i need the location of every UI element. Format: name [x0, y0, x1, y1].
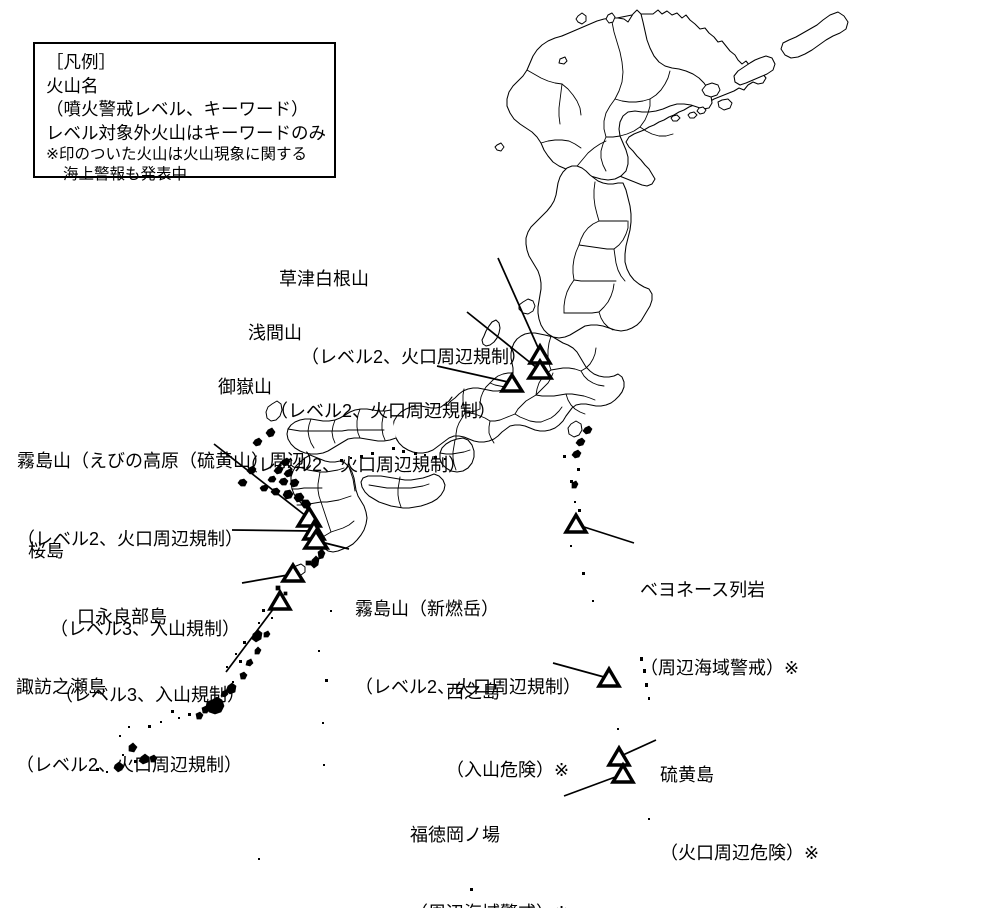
legend-line-2: （噴火警戒レベル、キーワード）: [46, 99, 309, 119]
volcano-label-fukutoku-okanoba: 福徳岡ノ場 （周辺海域警戒）※: [410, 770, 569, 908]
volcano-label-asama: 浅間山 （レベル2、火口周辺規制）: [248, 268, 496, 476]
leader-iwoto: [622, 739, 657, 756]
volcano-label-kirishima-ebino: 霧島山（えびの高原（硫黄山）周辺） （レベル2、火口周辺規制）: [17, 396, 323, 604]
volcano-name: 草津白根山: [279, 269, 369, 289]
volcano-status: （入山危険）※: [446, 760, 570, 780]
volcano-name: ベヨネース列岩: [640, 580, 766, 600]
volcano-label-kirishima-shinmoedake: 霧島山（新燃岳） （レベル2、火口周辺規制）: [355, 544, 581, 752]
leader-ontake: [436, 365, 509, 383]
legend-note-0: ※印のついた火山は火山現象に関する: [46, 146, 307, 163]
volcano-label-sakurajima: 桜島 （レベル3、入山規制）: [28, 486, 240, 694]
volcano-name: 霧島山（えびの高原（硫黄山）周辺）: [17, 451, 323, 471]
volcano-label-nishinoshima: 西之島 （入山危険）※: [446, 627, 569, 835]
marker-iwoto: [606, 744, 632, 767]
leader-nishinoshima: [552, 662, 605, 678]
volcano-name: 浅間山: [248, 323, 302, 343]
marker-ontake: [498, 371, 526, 393]
volcano-label-ontake: 御嶽山 （レベル2、火口周辺規制）: [218, 322, 466, 530]
volcano-name: 硫黄島: [660, 765, 714, 785]
volcano-status: （周辺海域警戒）※: [640, 658, 800, 678]
volcano-status: （火口周辺危険）※: [660, 843, 820, 863]
marker-kuchinoerabujima: [279, 561, 307, 583]
volcano-status: （レベル2、火口周辺規制）: [240, 455, 467, 475]
leader-lines: [213, 257, 657, 797]
legend-note-1: 海上警報も発表中: [63, 165, 188, 183]
legend-box: ［凡例］ 火山名 （噴火警戒レベル、キーワード） レベル対象外火山はキーワードの…: [33, 42, 336, 183]
marker-suwanosejima: [267, 588, 293, 611]
volcano-name: 霧島山（新燃岳）: [355, 599, 499, 619]
leader-kuchinoerabujima: [241, 574, 289, 584]
volcano-status: （レベル2、火口周辺規制）: [355, 677, 582, 697]
marker-fukutoku-okanoba: [610, 761, 636, 784]
legend-line-0: ［凡例］: [46, 52, 116, 72]
volcano-status: （レベル2、火口周辺規制）: [17, 529, 244, 549]
leader-suwanosejima: [225, 603, 278, 673]
volcano-status: （周辺海域警戒）※: [410, 900, 569, 908]
marker-nishinoshima: [596, 665, 622, 688]
leader-kusatsu-shirane: [497, 257, 541, 353]
volcano-markers: [267, 342, 636, 784]
leader-bayonnaise-rocks: [580, 525, 635, 544]
volcano-status: （レベル2、火口周辺規制）: [16, 755, 243, 775]
volcano-name: 桜島: [28, 541, 64, 561]
marker-asama: [525, 357, 555, 380]
marker-sakurajima: [301, 527, 331, 550]
marker-bayonnaise-rocks: [563, 511, 589, 534]
volcano-status: （レベル2、火口周辺規制）: [301, 347, 528, 367]
volcano-label-iwoto: 硫黄島 （火口周辺危険）※: [660, 710, 819, 908]
volcano-name: 口永良部島: [77, 607, 167, 627]
volcano-name: 福徳岡ノ場: [410, 825, 500, 845]
volcano-status: （レベル3、入山規制）: [50, 619, 241, 639]
volcano-name: 御嶽山: [218, 377, 272, 397]
volcano-status: （レベル3、入山規制）: [55, 685, 246, 705]
volcano-label-kusatsu-shirane: 草津白根山 （レベル2、火口周辺規制）: [279, 214, 527, 422]
volcano-name: 西之島: [446, 682, 500, 702]
japan-landmasses: [96, 9, 849, 891]
leader-kirishima-ebino: [213, 443, 307, 517]
volcano-status: （レベル2、火口周辺規制）: [270, 401, 497, 421]
leader-asama: [466, 311, 538, 369]
leader-sakurajima: [231, 529, 313, 532]
volcano-label-kuchinoerabujima: 口永良部島 （レベル3、入山規制）: [55, 552, 245, 760]
legend-line-3: レベル対象外火山はキーワードのみ: [46, 122, 326, 143]
volcano-label-bayonnaise-rocks: ベヨネース列岩 （周辺海域警戒）※: [640, 525, 799, 733]
volcano-label-suwanosejima: 諏訪之瀬島 （レベル2、火口周辺規制）: [16, 622, 242, 830]
leader-fukutoku-okanoba: [563, 775, 619, 797]
volcano-name: 諏訪之瀬島: [16, 677, 106, 697]
legend-line-1: 火山名: [46, 75, 99, 96]
